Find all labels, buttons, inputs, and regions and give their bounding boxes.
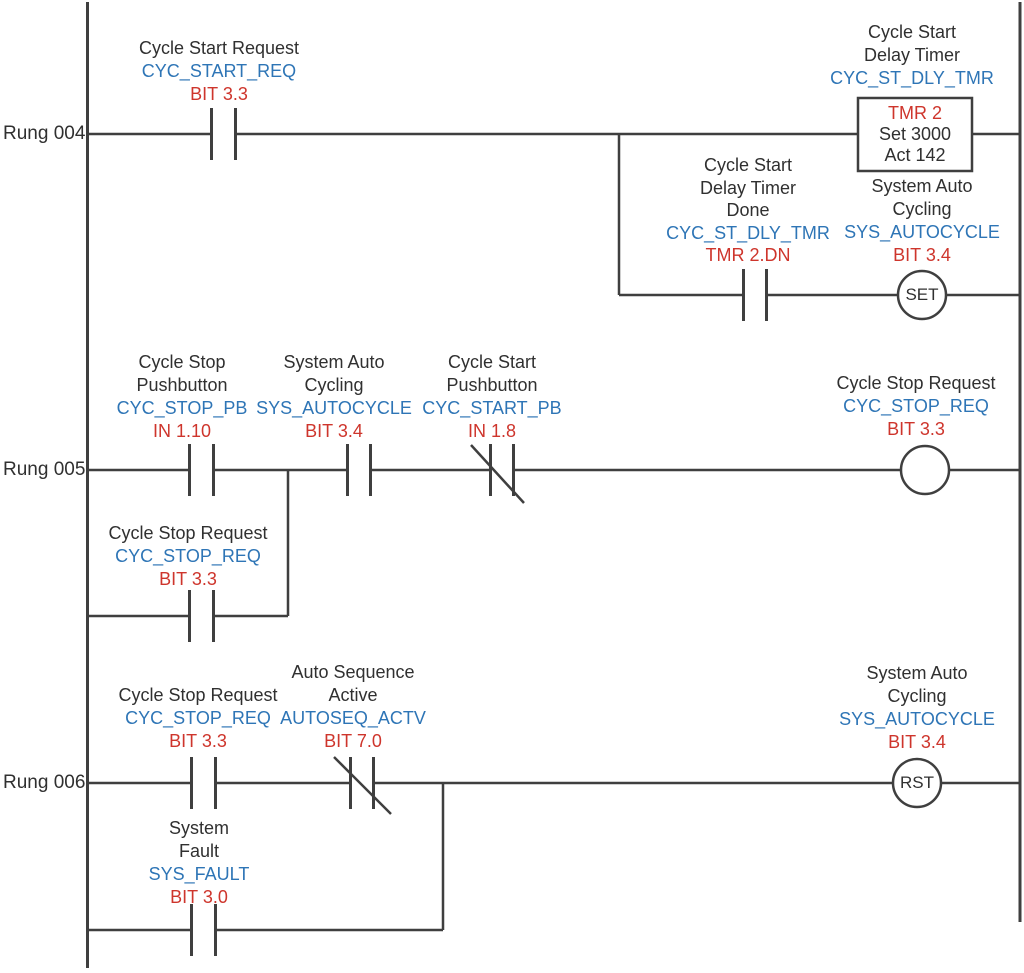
rung-006-branch-wire bbox=[87, 783, 445, 932]
rung-004-timer-label: Cycle Start Delay Timer CYC_ST_DLY_TMR bbox=[830, 21, 994, 90]
rung-004-label: Rung 004 bbox=[3, 123, 86, 144]
contact-tag: SYS_FAULT bbox=[148, 864, 250, 884]
contact-tag: CYC_START_REQ bbox=[141, 61, 297, 81]
rung-005-no-contact-cyc-stop-req bbox=[188, 590, 215, 642]
contact-address: BIT 3.3 bbox=[159, 569, 217, 589]
coil-address: BIT 3.4 bbox=[893, 245, 951, 265]
coil-description: Cycling bbox=[892, 199, 952, 219]
contact-tag: CYC_ST_DLY_TMR bbox=[666, 222, 830, 243]
contact-description: Delay Timer bbox=[699, 177, 797, 198]
rung-006-rst-coil bbox=[891, 757, 943, 809]
contact-description: Cycle Start Request bbox=[138, 38, 300, 58]
coil-address: BIT 3.3 bbox=[887, 419, 945, 439]
contact-tag: AUTOSEQ_ACTV bbox=[280, 708, 426, 728]
timer-preset: Set 3000 bbox=[878, 124, 952, 144]
contact-description: Cycle Stop Request bbox=[108, 523, 268, 543]
rung-005-contact1-label: Cycle Stop Pushbutton CYC_STOP_PB IN 1.1… bbox=[117, 351, 248, 443]
rung-006-nc-contact-autoseq-actv bbox=[333, 756, 392, 815]
contact-address: IN 1.10 bbox=[152, 421, 212, 441]
timer-tag: CYC_ST_DLY_TMR bbox=[830, 68, 994, 88]
rung-004-timer-block bbox=[856, 96, 974, 173]
contact-description: Cycle Stop Request bbox=[118, 685, 278, 705]
coil-tag: CYC_STOP_REQ bbox=[843, 396, 989, 416]
contact-description: Cycle Start bbox=[703, 155, 793, 175]
contact-description: Cycle Start bbox=[447, 352, 537, 372]
contact-tag: CYC_STOP_PB bbox=[116, 398, 248, 418]
coil-description: System Auto bbox=[871, 176, 973, 196]
set-coil-text: SET bbox=[905, 285, 939, 304]
rung-005-no-contact-sys-autocycle bbox=[346, 444, 372, 496]
rung-006-contact2-label: Auto Sequence Active AUTOSEQ_ACTV BIT 7.… bbox=[280, 661, 426, 753]
coil-address: BIT 3.4 bbox=[888, 732, 946, 752]
rung-005-contact2-label: System Auto Cycling SYS_AUTOCYCLE BIT 3.… bbox=[256, 351, 412, 443]
rung-006-no-contact-sys-fault bbox=[190, 904, 217, 956]
rung-004-contact2-label: Cycle Start Delay Timer Done CYC_ST_DLY_… bbox=[666, 154, 830, 267]
rung-004-no-contact-cyc-start-req bbox=[210, 108, 237, 160]
timer-description: Cycle Start bbox=[867, 22, 957, 42]
rung-004-contact1-label: Cycle Start Request CYC_START_REQ BIT 3.… bbox=[139, 37, 299, 106]
contact-description: Auto Sequence bbox=[291, 662, 415, 682]
rung-005-coil-label: Cycle Stop Request CYC_STOP_REQ BIT 3.3 bbox=[836, 372, 995, 441]
rung-006-contact1-label: Cycle Stop Request CYC_STOP_REQ BIT 3.3 bbox=[118, 684, 277, 753]
coil-description: System Auto bbox=[866, 663, 968, 683]
rung-006-no-contact-cyc-stop-req bbox=[190, 757, 217, 809]
coil-description: Cycling bbox=[887, 686, 947, 706]
rst-coil-text: RST bbox=[900, 773, 934, 792]
timer-name: TMR 2 bbox=[888, 103, 942, 123]
contact-description: Pushbutton bbox=[446, 375, 538, 395]
rung-005-branch-wire bbox=[87, 470, 290, 618]
contact-description: Cycle Stop bbox=[138, 352, 226, 372]
contact-tag: SYS_AUTOCYCLE bbox=[256, 398, 412, 418]
rung-004-set-coil bbox=[896, 269, 948, 321]
rung-006-label: Rung 006 bbox=[3, 772, 86, 793]
contact-description: Active bbox=[328, 685, 378, 705]
rung-004-coil-label: System Auto Cycling SYS_AUTOCYCLE BIT 3.… bbox=[844, 175, 1000, 267]
rung-005-nc-contact-cyc-start-pb bbox=[470, 444, 525, 504]
timer-description: Delay Timer bbox=[863, 45, 961, 65]
contact-address: IN 1.8 bbox=[467, 421, 517, 441]
coil-tag: SYS_AUTOCYCLE bbox=[839, 709, 995, 729]
coil-description: Cycle Stop Request bbox=[836, 373, 996, 393]
contact-tag: CYC_STOP_REQ bbox=[115, 546, 261, 566]
rung-006-branch-contact-label: System Fault SYS_FAULT BIT 3.0 bbox=[149, 817, 250, 909]
timer-accumulator: Act 142 bbox=[884, 145, 946, 165]
contact-description: System Auto bbox=[283, 352, 385, 372]
rung-006-coil-label: System Auto Cycling SYS_AUTOCYCLE BIT 3.… bbox=[839, 662, 995, 754]
contact-address: BIT 3.3 bbox=[169, 731, 227, 751]
contact-description: System bbox=[168, 818, 229, 838]
contact-address: BIT 3.3 bbox=[190, 84, 248, 104]
rung-005-label: Rung 005 bbox=[3, 459, 86, 480]
contact-tag: CYC_START_PB bbox=[422, 398, 562, 418]
rung-005-contact3-label: Cycle Start Pushbutton CYC_START_PB IN 1… bbox=[422, 351, 561, 443]
contact-tag: CYC_STOP_REQ bbox=[125, 708, 271, 728]
rung-004-no-contact-tmr-done bbox=[742, 269, 768, 321]
contact-description: Done bbox=[726, 200, 770, 220]
rung-005-branch-contact-label: Cycle Stop Request CYC_STOP_REQ BIT 3.3 bbox=[108, 522, 267, 591]
rung-004-timer-block-text: TMR 2 Set 3000 Act 142 bbox=[858, 103, 972, 166]
contact-description: Fault bbox=[178, 841, 220, 861]
coil-tag: SYS_AUTOCYCLE bbox=[844, 222, 1000, 242]
contact-address: BIT 7.0 bbox=[324, 731, 382, 751]
contact-address: TMR 2.DN bbox=[705, 245, 791, 265]
contact-address: BIT 3.4 bbox=[305, 421, 363, 441]
contact-address: BIT 3.0 bbox=[170, 887, 228, 907]
contact-description: Pushbutton bbox=[136, 375, 228, 395]
contact-description: Cycling bbox=[304, 375, 364, 395]
rung-005-no-contact-cyc-stop-pb bbox=[188, 444, 215, 496]
rung-004-branch-wire bbox=[617, 134, 1020, 297]
rung-005-coil-cyc-stop-req bbox=[899, 444, 951, 496]
